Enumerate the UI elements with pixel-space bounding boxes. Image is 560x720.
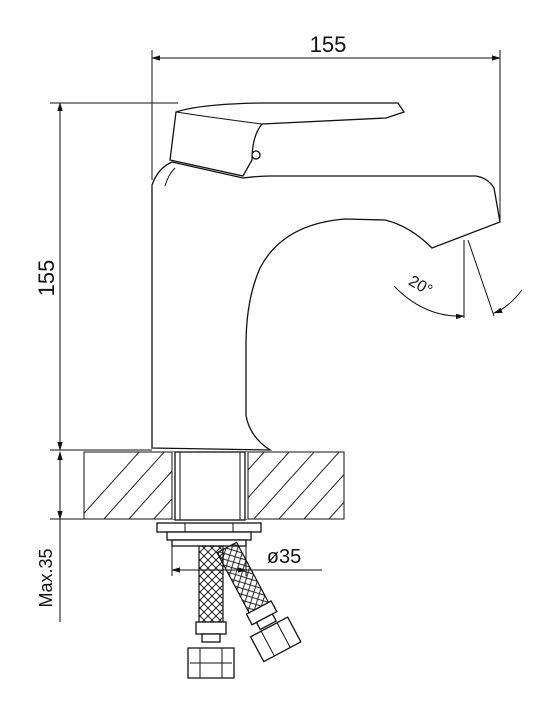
supply-hose-left: [187, 545, 235, 679]
width-dimension: 155: [151, 32, 501, 220]
diameter-dimension: ø35: [171, 546, 322, 576]
supply-hose-right: [216, 541, 302, 663]
mounting-nut: [156, 522, 262, 547]
angle-dimension: 20°: [393, 239, 523, 320]
angle-dimension-label: 20°: [406, 273, 435, 300]
height-dimension-label: 155: [34, 260, 59, 297]
lever-handle: [169, 102, 406, 177]
diameter-dimension-label: ø35: [267, 546, 301, 568]
faucet-body: [151, 161, 501, 451]
max-thickness-label: Max.35: [36, 548, 56, 607]
width-dimension-label: 155: [310, 32, 347, 57]
height-dimension: 155: [34, 102, 178, 451]
mounting-shank: [174, 451, 246, 521]
max-thickness-dimension: Max.35: [36, 451, 84, 622]
